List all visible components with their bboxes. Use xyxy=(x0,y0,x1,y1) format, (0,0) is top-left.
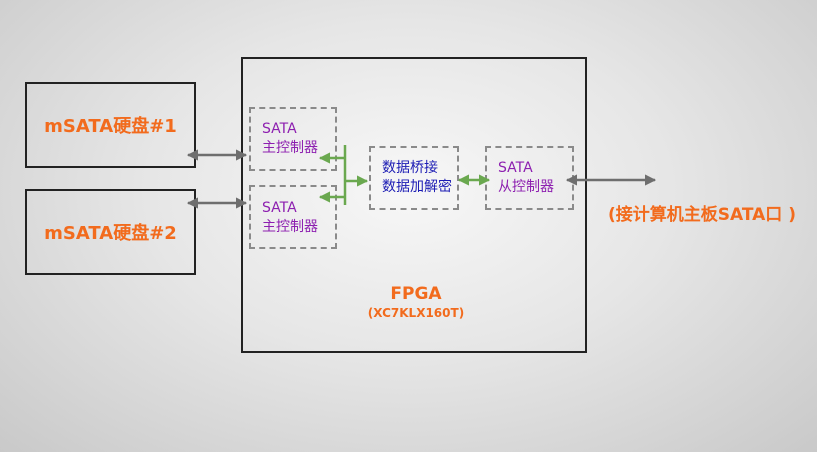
sata-host-controller-2-line2: 主控制器 xyxy=(262,219,318,235)
msata-disk-1-label: mSATA硬盘#1 xyxy=(44,116,177,137)
sata-device-controller-line1: SATA xyxy=(498,160,533,176)
host-sata-port-label: (接计算机主板SATA口 ) xyxy=(608,205,796,225)
bridge-line1: 数据桥接 xyxy=(382,160,438,176)
bridge-line2: 数据加解密 xyxy=(382,179,452,195)
sata-host-controller-1: SATA 主控制器 xyxy=(249,107,337,171)
sata-host-controller-1-line2: 主控制器 xyxy=(262,140,318,156)
msata-disk-2-label: mSATA硬盘#2 xyxy=(44,223,177,244)
sata-host-controller-2-line1: SATA xyxy=(262,200,297,216)
sata-host-controller-1-line1: SATA xyxy=(262,121,297,137)
data-bridge-encryption-block: 数据桥接 数据加解密 xyxy=(369,146,459,210)
sata-host-controller-2: SATA 主控制器 xyxy=(249,185,337,249)
msata-disk-2: mSATA硬盘#2 xyxy=(25,189,196,275)
fpga-title: FPGA xyxy=(390,284,442,304)
fpga-part-number: (XC7KLX160T) xyxy=(367,306,465,320)
sata-device-controller-line2: 从控制器 xyxy=(498,179,554,195)
msata-disk-1: mSATA硬盘#1 xyxy=(25,82,196,168)
